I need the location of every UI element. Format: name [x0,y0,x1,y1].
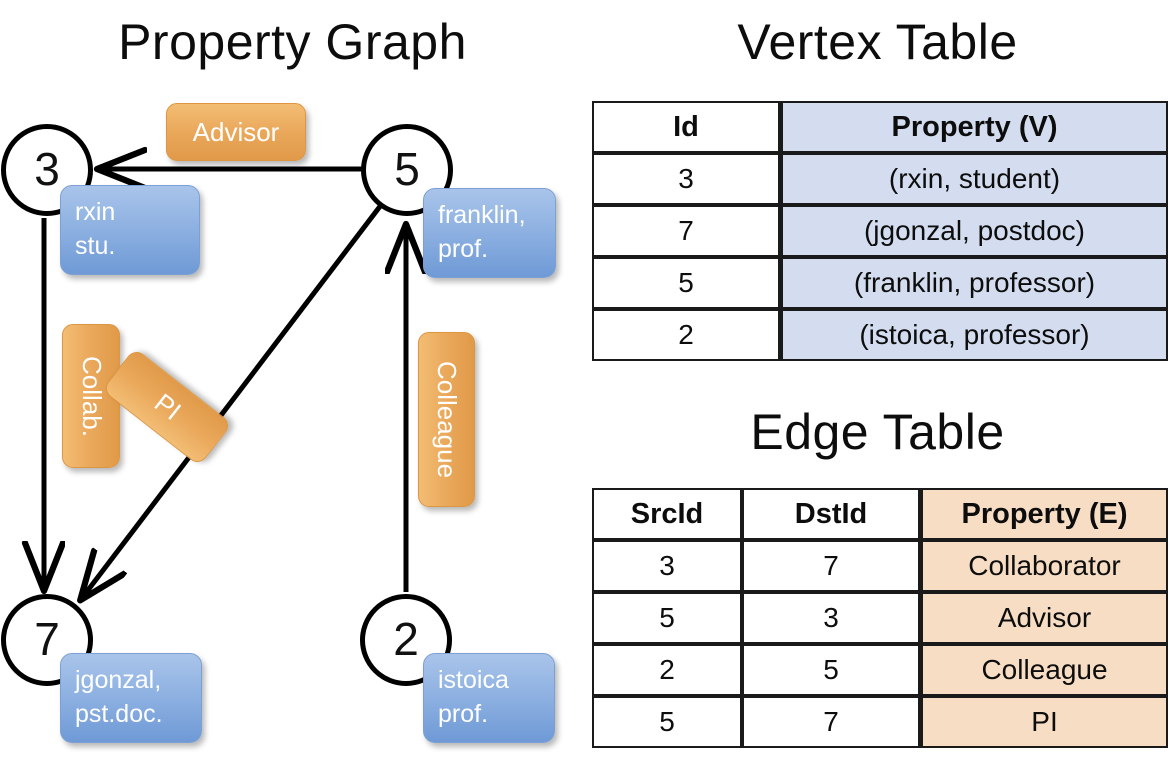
edge-row-2-dst: 5 [742,644,920,696]
vertex-table: Id Property (V) 3 (rxin, student) 7 (jgo… [592,101,1168,361]
vertex-row-3-id: 2 [592,309,780,361]
edge-row-0-dst: 7 [742,540,920,592]
vertex-table-header-property: Property (V) [780,101,1168,153]
vertex-row-2-property: (franklin, professor) [780,257,1168,309]
graph-node-5-label: 5 [394,143,420,195]
graph-edge-label-colleague-text: Colleague [432,360,462,479]
page-title-edge-table: Edge Table [750,404,1005,460]
table-row[interactable]: 2 (istoica, professor) [592,309,1168,361]
vertex-table-header-id: Id [592,101,780,153]
table-row[interactable]: 2 5 Colleague [592,644,1168,696]
graph-node-5-property-box: franklin, prof. [423,188,556,278]
vertex-row-0-id: 3 [592,153,780,205]
graph-edge-label-advisor: Advisor [166,103,306,161]
graph-node-7-property-line1: jgonzal, [75,666,162,694]
edge-row-3-dst: 7 [742,696,920,748]
property-graph-diagram: 3 5 7 2 rxin stu. franklin, prof. jgonza… [0,0,585,760]
table-row[interactable]: 7 (jgonzal, postdoc) [592,205,1168,257]
vertex-row-1-id: 7 [592,205,780,257]
edge-table-header-property: Property (E) [920,488,1168,540]
graph-node-2-property-line2: prof. [438,700,489,728]
graph-node-7-property-box: jgonzal, pst.doc. [60,653,202,743]
edge-row-3-property: PI [920,696,1168,748]
graph-node-2-label: 2 [393,613,419,665]
edge-row-3-src: 5 [592,696,742,748]
edge-row-1-property: Advisor [920,592,1168,644]
vertex-row-1-property: (jgonzal, postdoc) [780,205,1168,257]
graph-node-5-property-line1: franklin, [438,201,526,229]
edge-row-0-property: Collaborator [920,540,1168,592]
graph-edge-label-pi-text: PI [148,387,187,426]
graph-node-7-property-line2: pst.doc. [75,700,163,728]
edge-row-0-src: 3 [592,540,742,592]
table-row[interactable]: 5 3 Advisor [592,592,1168,644]
graph-node-2-property-line1: istoica [438,666,509,694]
table-row[interactable]: 5 (franklin, professor) [592,257,1168,309]
vertex-row-0-property: (rxin, student) [780,153,1168,205]
graph-edge-5-to-7 [82,203,383,598]
graph-node-2[interactable]: 2 [360,594,452,686]
graph-node-3-property-line2: stu. [75,232,116,260]
graph-edge-label-colleague: Colleague [418,332,475,507]
graph-node-2-property-box: istoica prof. [423,653,555,743]
edge-row-2-property: Colleague [920,644,1168,696]
edge-table-header-srcid: SrcId [592,488,742,540]
graph-node-7-label: 7 [34,613,60,665]
edge-row-1-dst: 3 [742,592,920,644]
edge-row-2-src: 2 [592,644,742,696]
graph-edge-label-advisor-text: Advisor [192,116,280,147]
edge-table-header-dstid: DstId [742,488,920,540]
graph-edge-label-collab-text: Collab. [76,355,107,437]
vertex-table-header-row: Id Property (V) [592,101,1168,153]
graph-node-3-property-box: rxin stu. [60,185,200,275]
edge-table-header-row: SrcId DstId Property (E) [592,488,1168,540]
page-title-vertex-table: Vertex Table [737,14,1018,70]
table-row[interactable]: 3 7 Collaborator [592,540,1168,592]
graph-node-3-property-line1: rxin [75,198,116,226]
graph-node-5-property-line2: prof. [438,235,489,263]
edge-table: SrcId DstId Property (E) 3 7 Collaborato… [592,488,1168,748]
graph-edges-layer [0,0,585,760]
vertex-row-3-property: (istoica, professor) [780,309,1168,361]
graph-node-5[interactable]: 5 [361,124,453,216]
page-title-property-graph: Property Graph [118,14,467,70]
vertex-row-2-id: 5 [592,257,780,309]
table-row[interactable]: 3 (rxin, student) [592,153,1168,205]
edge-row-1-src: 5 [592,592,742,644]
table-row[interactable]: 5 7 PI [592,696,1168,748]
graph-node-3-label: 3 [34,143,60,195]
